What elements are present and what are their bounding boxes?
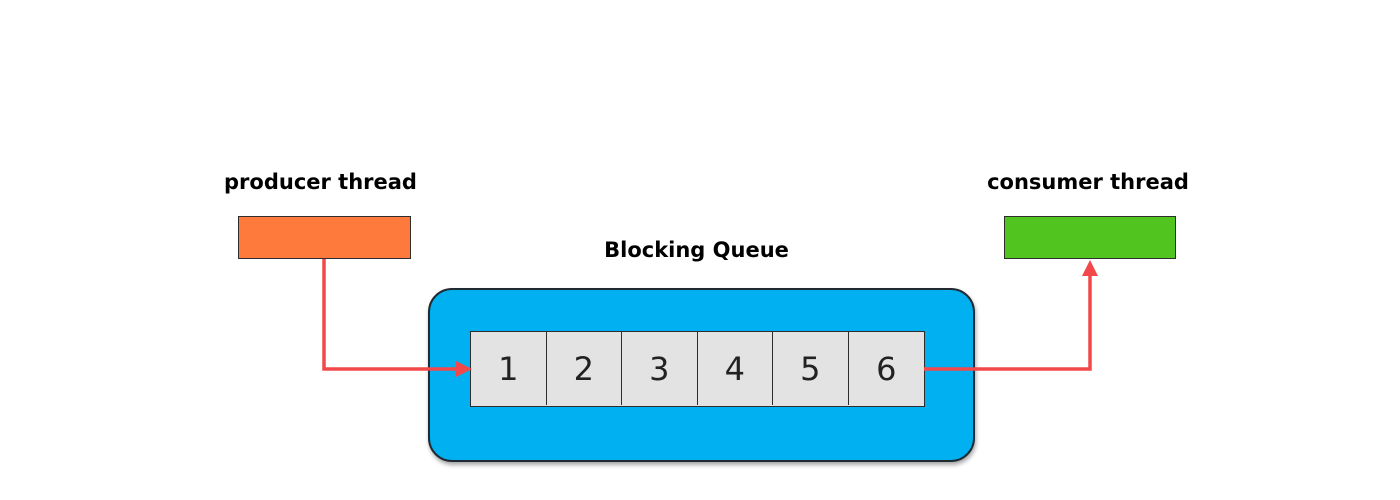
producer-thread-label: producer thread bbox=[224, 170, 417, 194]
queue-slot-3: 3 bbox=[622, 332, 698, 405]
queue-slot-5: 5 bbox=[773, 332, 849, 405]
producer-to-queue-arrow bbox=[322, 259, 458, 371]
producer-thread-box bbox=[238, 216, 411, 259]
queue-slot-6: 6 bbox=[876, 349, 897, 388]
queue-slots: 1 2 3 4 5 6 bbox=[470, 331, 925, 407]
queue-slot-4: 4 bbox=[698, 332, 773, 405]
consumer-arrowhead bbox=[1082, 260, 1098, 276]
producer-arrowhead bbox=[456, 361, 472, 377]
blocking-queue-label: Blocking Queue bbox=[604, 238, 789, 262]
queue-slot-2: 2 bbox=[547, 332, 622, 405]
queue-to-consumer-arrow bbox=[924, 274, 1092, 371]
consumer-thread-box bbox=[1004, 216, 1176, 259]
consumer-thread-label: consumer thread bbox=[987, 170, 1189, 194]
queue-slot-1: 1 bbox=[471, 332, 547, 405]
